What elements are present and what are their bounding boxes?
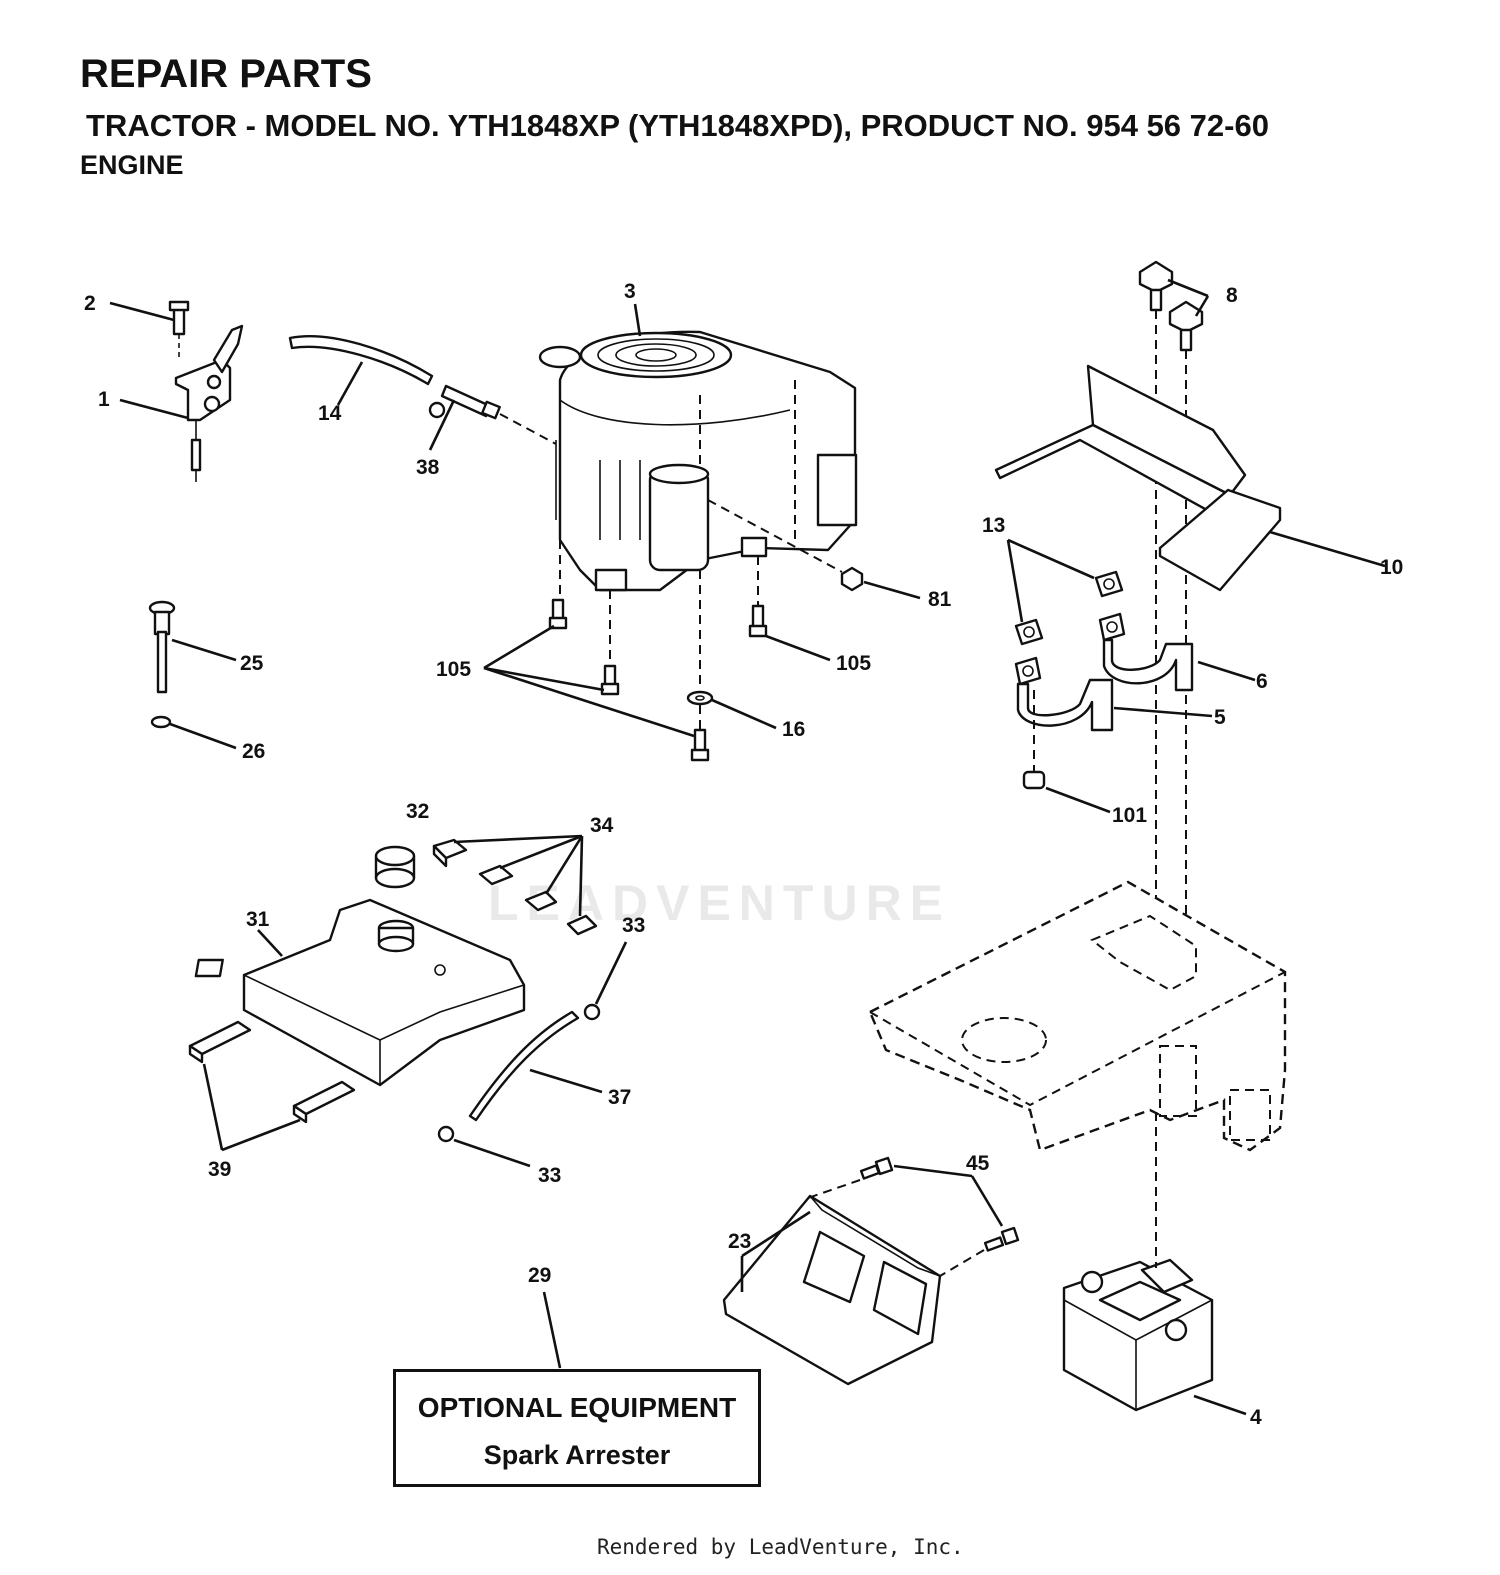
callout-38: 38 (416, 456, 440, 479)
nut-101-part (1022, 770, 1046, 790)
footer-credit: Rendered by LeadVenture, Inc. (597, 1535, 964, 1559)
callout-32: 32 (406, 800, 429, 823)
frame-reference (868, 880, 1287, 1152)
dipstick-part (148, 600, 176, 729)
fuel-cap-part (374, 845, 416, 889)
callout-45: 45 (966, 1152, 990, 1175)
callout-26: 26 (242, 740, 265, 763)
section-title: ENGINE (80, 150, 184, 180)
callout-34: 34 (590, 814, 614, 837)
callout-81: 81 (928, 588, 952, 611)
screws-8-part (1138, 260, 1204, 352)
model-subtitle: TRACTOR - MODEL NO. YTH1848XP (YTH1848XP… (86, 108, 1269, 143)
callout-3: 3 (624, 280, 636, 303)
callout-labels: 2 1 3 14 38 8 10 13 6 5 101 81 105 105 1… (84, 280, 1403, 1429)
callout-105-right: 105 (836, 652, 871, 675)
optional-equipment-item: Spark Arrester (483, 1440, 671, 1470)
callout-37: 37 (608, 1086, 631, 1109)
optional-equipment-heading: OPTIONAL EQUIPMENT (417, 1392, 737, 1423)
callout-1: 1 (98, 388, 110, 411)
nut-81-part (840, 566, 864, 592)
callout-6: 6 (1256, 670, 1268, 693)
callout-101: 101 (1112, 804, 1147, 827)
engine-part (538, 330, 858, 592)
muffler-part (1062, 1258, 1214, 1412)
callout-2: 2 (84, 292, 96, 315)
exhaust-pipe-part (1014, 570, 1194, 732)
callout-8: 8 (1226, 284, 1238, 307)
callout-5: 5 (1214, 706, 1226, 729)
callout-23: 23 (728, 1230, 751, 1253)
screws-45-part (859, 1156, 1020, 1252)
page-title: REPAIR PARTS (80, 52, 372, 96)
callout-10: 10 (1380, 556, 1403, 579)
optional-equipment-box: OPTIONAL EQUIPMENT Spark Arrester (393, 1369, 761, 1487)
fuel-tank-part (194, 898, 526, 1087)
shield-23-part (722, 1194, 942, 1386)
callout-4: 4 (1250, 1406, 1262, 1429)
callout-16: 16 (782, 718, 805, 741)
callout-31: 31 (246, 908, 270, 931)
callout-14: 14 (318, 402, 342, 425)
washer-16-part (686, 690, 714, 706)
callout-29: 29 (528, 1264, 551, 1287)
callout-25: 25 (240, 652, 264, 675)
pads-39-part (188, 1020, 356, 1124)
heat-shield-part (994, 364, 1282, 592)
callout-13: 13 (982, 514, 1005, 537)
fuel-hose-part (288, 335, 557, 445)
callout-33-top: 33 (622, 914, 645, 937)
leader-lines (109, 278, 1386, 1416)
pads-34-part (432, 838, 598, 936)
fuel-line-part (437, 1003, 601, 1143)
bolt-105-part (548, 598, 768, 762)
throttle-bracket-part (168, 300, 244, 482)
callout-39: 39 (208, 1158, 231, 1181)
watermark: LEADVENTURE (488, 875, 952, 931)
callout-33-bottom: 33 (538, 1164, 561, 1187)
callout-105-left: 105 (436, 658, 471, 681)
